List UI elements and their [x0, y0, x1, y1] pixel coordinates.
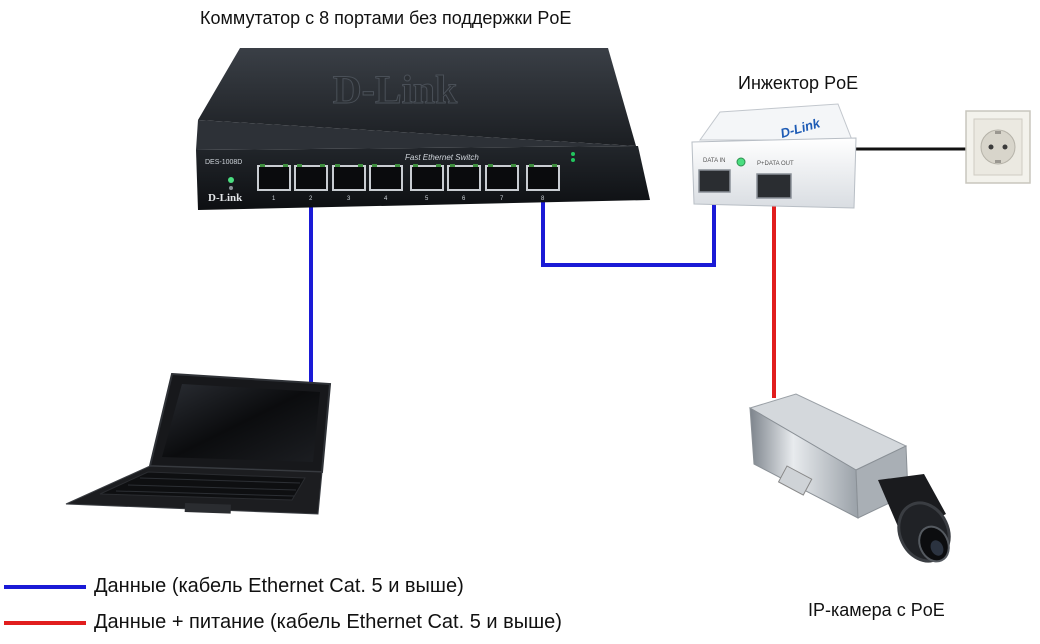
- port-4[interactable]: [369, 165, 403, 191]
- wall-outlet: [965, 110, 1031, 184]
- port-2[interactable]: [294, 165, 328, 191]
- port-6[interactable]: [447, 165, 481, 191]
- injector-title: Инжектор PoE: [738, 73, 859, 93]
- injector-port-label-power: P+DATA OUT: [757, 161, 794, 167]
- port-7[interactable]: [485, 165, 519, 191]
- port-number-4: 4: [384, 196, 388, 202]
- switch-front-logo: D-Link: [208, 192, 243, 204]
- injector-port-label-data: DATA IN: [703, 158, 725, 164]
- laptop-device: [65, 372, 332, 515]
- port-number-1: 1: [272, 196, 276, 202]
- port-5[interactable]: [410, 165, 444, 191]
- injector-port-data-in[interactable]: [698, 169, 731, 193]
- legend-label-power: Данные + питание (кабель Ethernet Cat. 5…: [94, 611, 562, 633]
- ip-camera-device: [748, 393, 951, 563]
- legend-label-data: Данные (кабель Ethernet Cat. 5 и выше): [94, 575, 464, 597]
- switch-ports: 1 2 3 4 5 6 7 8: [257, 164, 560, 202]
- camera-title: IP-камера с PoE: [808, 600, 945, 620]
- data-cable-injector: [541, 178, 716, 267]
- camera-label-panel: [777, 465, 813, 496]
- port-3[interactable]: [332, 165, 366, 191]
- port-number-2: 2: [309, 196, 313, 202]
- port-number-6: 6: [462, 196, 466, 202]
- poe-injector-device: D-Link DATA IN P+DATA OUT: [691, 103, 857, 209]
- switch-tagline: Fast Ethernet Switch: [405, 153, 479, 162]
- injector-top: [699, 103, 853, 141]
- switch-top: [198, 48, 636, 146]
- injector-port-data-power-out[interactable]: [756, 173, 792, 199]
- laptop-keyboard: [99, 471, 306, 501]
- port-number-5: 5: [425, 196, 429, 202]
- port-8[interactable]: [526, 165, 560, 191]
- switch-logo: D-Link: [333, 67, 458, 112]
- port-number-3: 3: [347, 196, 351, 202]
- switch-model: DES-1008D: [205, 159, 242, 166]
- switch-device: D-Link DES-1008D Fast Ethernet Switch D-…: [196, 48, 650, 210]
- switch-title: Коммутатор с 8 портами без поддержки PoE: [200, 8, 572, 28]
- port-number-7: 7: [500, 196, 504, 202]
- laptop-screen: [162, 384, 320, 462]
- port-1[interactable]: [257, 165, 291, 191]
- injector-led: [736, 157, 746, 167]
- port-number-8: 8: [541, 196, 545, 202]
- injector-body: [691, 137, 857, 209]
- power-led: [228, 177, 234, 183]
